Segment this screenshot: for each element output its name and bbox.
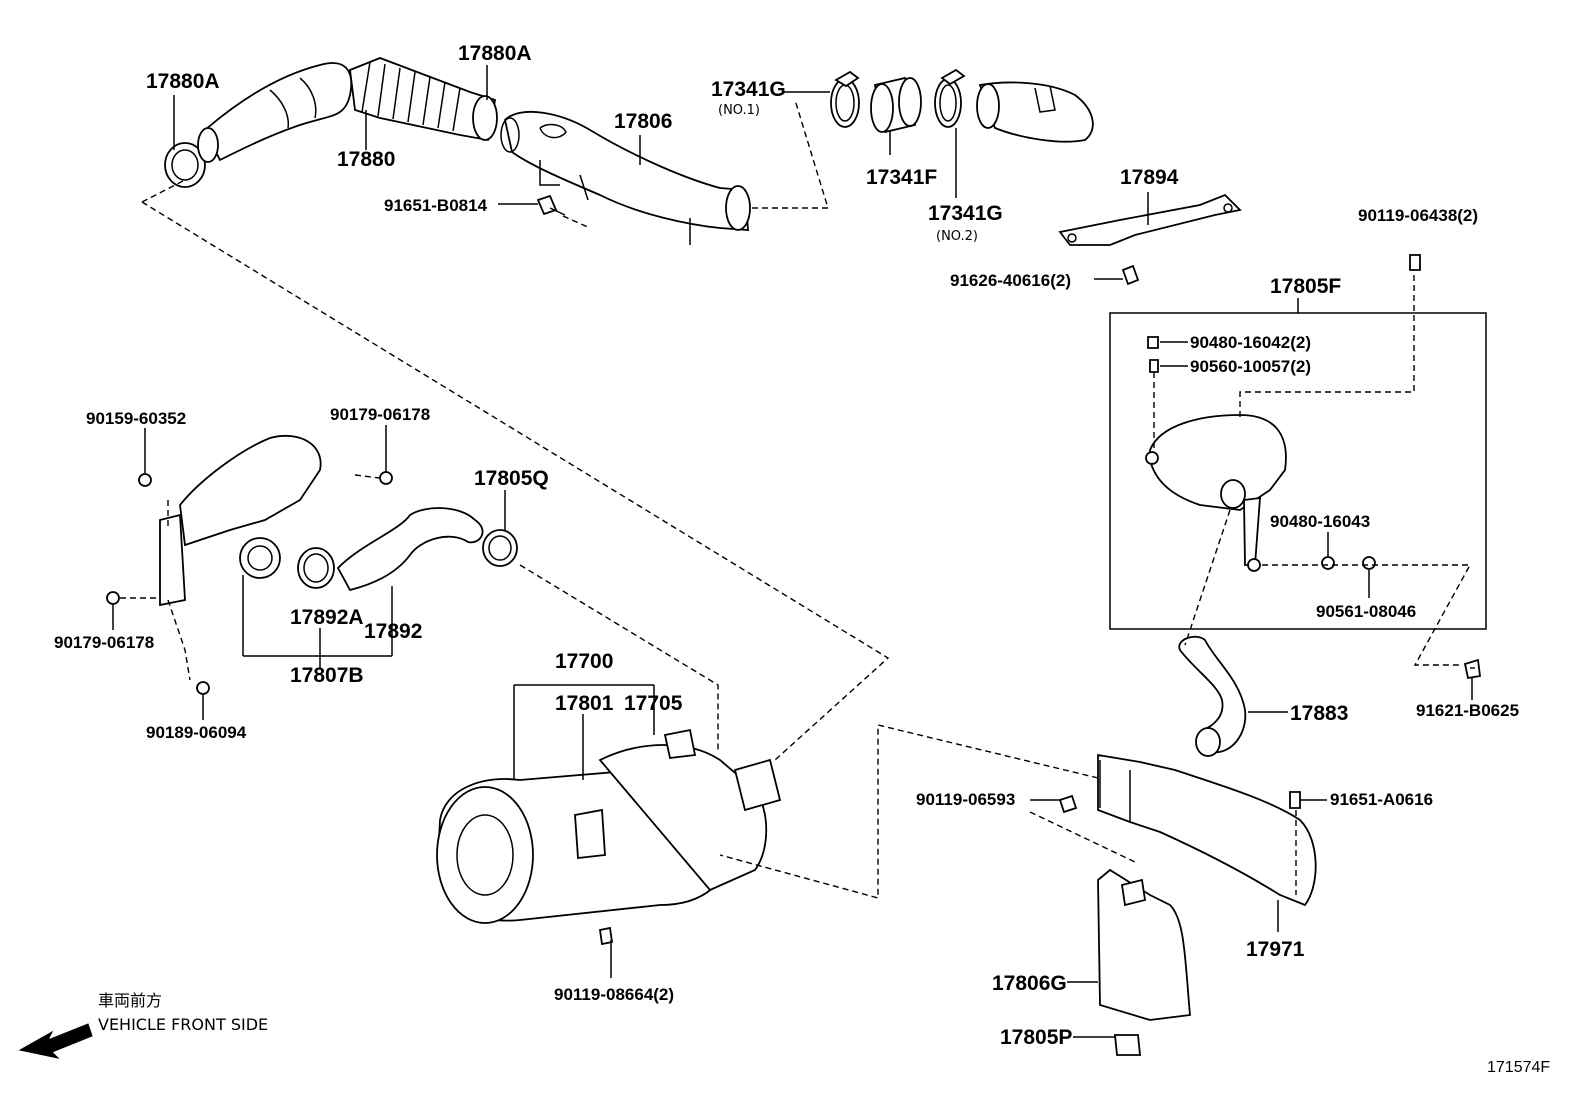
orientation-english: VEHICLE FRONT SIDE (98, 1015, 268, 1034)
label-91626-40616: 91626-40616(2) (950, 271, 1071, 290)
label-17801: 17801 (555, 692, 614, 715)
label-17807B: 17807B (290, 664, 364, 687)
label-17341F: 17341F (866, 166, 937, 189)
dashed-connections (120, 99, 1475, 899)
label-17341G-1-note: (NO.1) (718, 103, 760, 118)
label-90560-10057: 90560-10057(2) (1190, 357, 1311, 376)
label-17700: 17700 (555, 650, 613, 673)
label-91651-A0616: 91651-A0616 (1330, 790, 1433, 809)
diagram-code: 171574F (1487, 1059, 1550, 1076)
label-17883: 17883 (1290, 702, 1348, 725)
label-17805Q: 17805Q (474, 467, 549, 490)
label-90179-06178-top: 90179-06178 (330, 405, 430, 424)
label-90159-60352: 90159-60352 (86, 409, 186, 428)
orientation-japanese: 車両前方 (98, 991, 162, 1010)
part-labels: 17880A 17880A 17880 17806 91651-B0814 17… (54, 42, 1519, 1049)
label-17806G: 17806G (992, 972, 1067, 995)
label-90179-06178-left: 90179-06178 (54, 633, 154, 652)
bolt-91626-40616 (1121, 264, 1140, 286)
label-17892: 17892 (364, 620, 422, 643)
label-91651-B0814: 91651-B0814 (384, 196, 488, 215)
label-17806: 17806 (614, 110, 672, 133)
label-90480-16043: 90480-16043 (1270, 512, 1370, 531)
label-17880A-left: 17880A (146, 70, 220, 93)
label-17805F: 17805F (1270, 275, 1341, 298)
bolt-91621-B0625 (1463, 658, 1482, 680)
label-17892A: 17892A (290, 606, 364, 629)
label-17705: 17705 (624, 692, 683, 715)
label-90480-16042: 90480-16042(2) (1190, 333, 1311, 352)
bolt-91651-A0616 (1289, 791, 1301, 809)
intake-elbow (976, 81, 1094, 143)
resonator-17805F (1145, 336, 1376, 572)
label-17341G-1: 17341G (711, 78, 786, 101)
clip-17805P (1114, 1034, 1141, 1056)
label-17880A-top: 17880A (458, 42, 532, 65)
duct-17971 (1097, 753, 1317, 907)
bolt-91651-B0814 (536, 194, 566, 216)
label-91621-B0625: 91621-B0625 (1416, 701, 1519, 720)
air-duct-17806 (500, 110, 751, 245)
label-90561-08046: 90561-08046 (1316, 602, 1416, 621)
air-cleaner-17700 (436, 728, 782, 946)
label-90119-06593: 90119-06593 (916, 790, 1015, 809)
bracket-17894 (1058, 193, 1242, 246)
label-17805P: 17805P (1000, 1026, 1072, 1049)
label-90119-06438: 90119-06438(2) (1358, 206, 1478, 225)
bolt-90119-06593 (1058, 794, 1078, 814)
clamp-17880A-left (164, 142, 206, 188)
bracket-17806G (1097, 868, 1191, 1021)
label-17341G-2: 17341G (928, 202, 1003, 225)
label-17341G-2-note: (NO.2) (936, 229, 978, 244)
label-17880: 17880 (337, 148, 395, 171)
label-17894: 17894 (1120, 166, 1179, 189)
clamps-and-sleeve-17341 (830, 68, 966, 134)
hose-17883 (1178, 635, 1247, 757)
intake-hose-17880 (164, 57, 498, 188)
label-17971: 17971 (1246, 938, 1305, 961)
cover-group-17807B (106, 434, 518, 695)
label-90189-06094: 90189-06094 (146, 723, 247, 742)
orientation-indicator: 車両前方 VEHICLE FRONT SIDE (18, 991, 268, 1059)
label-90119-08664: 90119-08664(2) (554, 985, 674, 1004)
bolt-90119-06438 (1409, 254, 1421, 271)
leader-lines (112, 65, 1473, 1038)
arrow-down-left-icon (18, 1023, 93, 1059)
